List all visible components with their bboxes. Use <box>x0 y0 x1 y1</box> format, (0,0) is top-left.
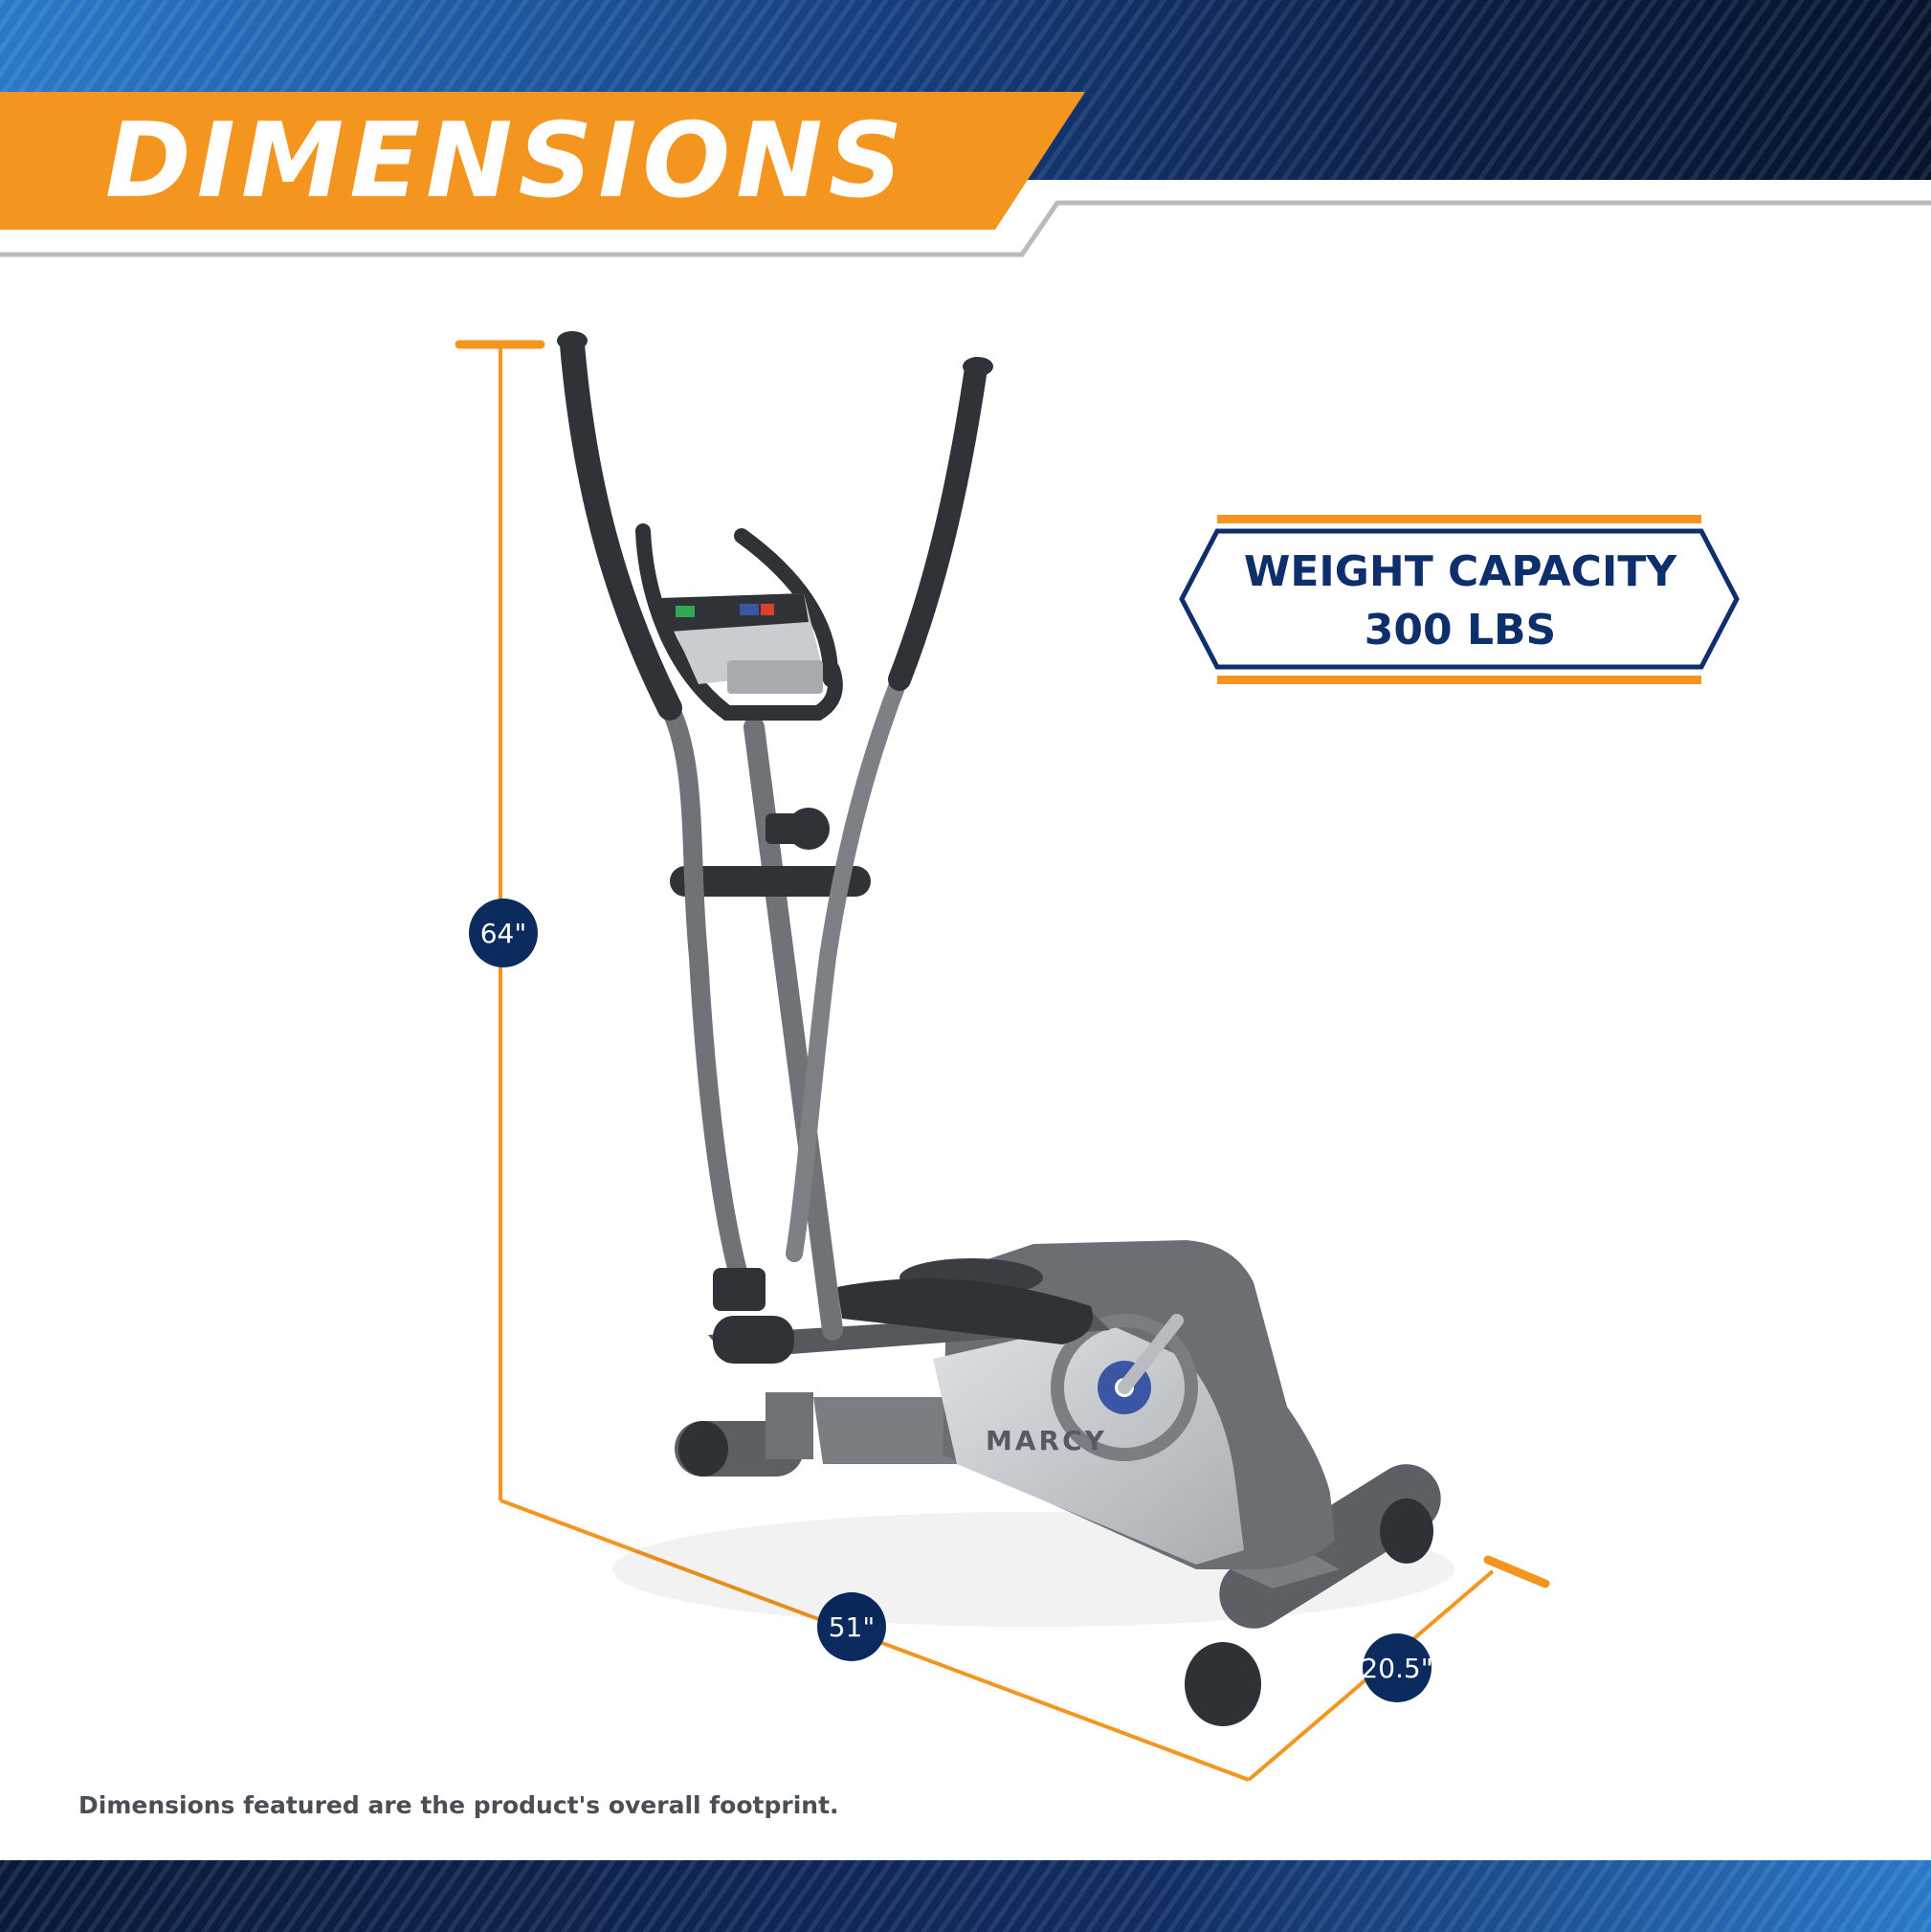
height-dimension-badge: 64" <box>469 899 538 967</box>
page-title: DIMENSIONS <box>105 101 908 221</box>
width-dimension-badge: 20.5" <box>1361 1633 1433 1702</box>
badge-line-1: WEIGHT CAPACITY <box>1244 547 1678 596</box>
elliptical-trainer-illustration: MARCY <box>557 331 1454 1726</box>
bottom-banner <box>0 1860 1931 1932</box>
height-value: 64" <box>480 918 527 949</box>
footnote: Dimensions featured are the product's ov… <box>78 1791 839 1819</box>
heading-tab: DIMENSIONS <box>0 92 1085 230</box>
weight-capacity-badge: WEIGHT CAPACITY 300 LBS <box>1179 515 1740 684</box>
length-value: 51" <box>829 1611 876 1643</box>
badge-line-2: 300 LBS <box>1365 606 1556 655</box>
brand-logo-text: MARCY <box>986 1425 1107 1456</box>
length-dimension-badge: 51" <box>817 1592 886 1661</box>
width-value: 20.5" <box>1361 1653 1432 1684</box>
